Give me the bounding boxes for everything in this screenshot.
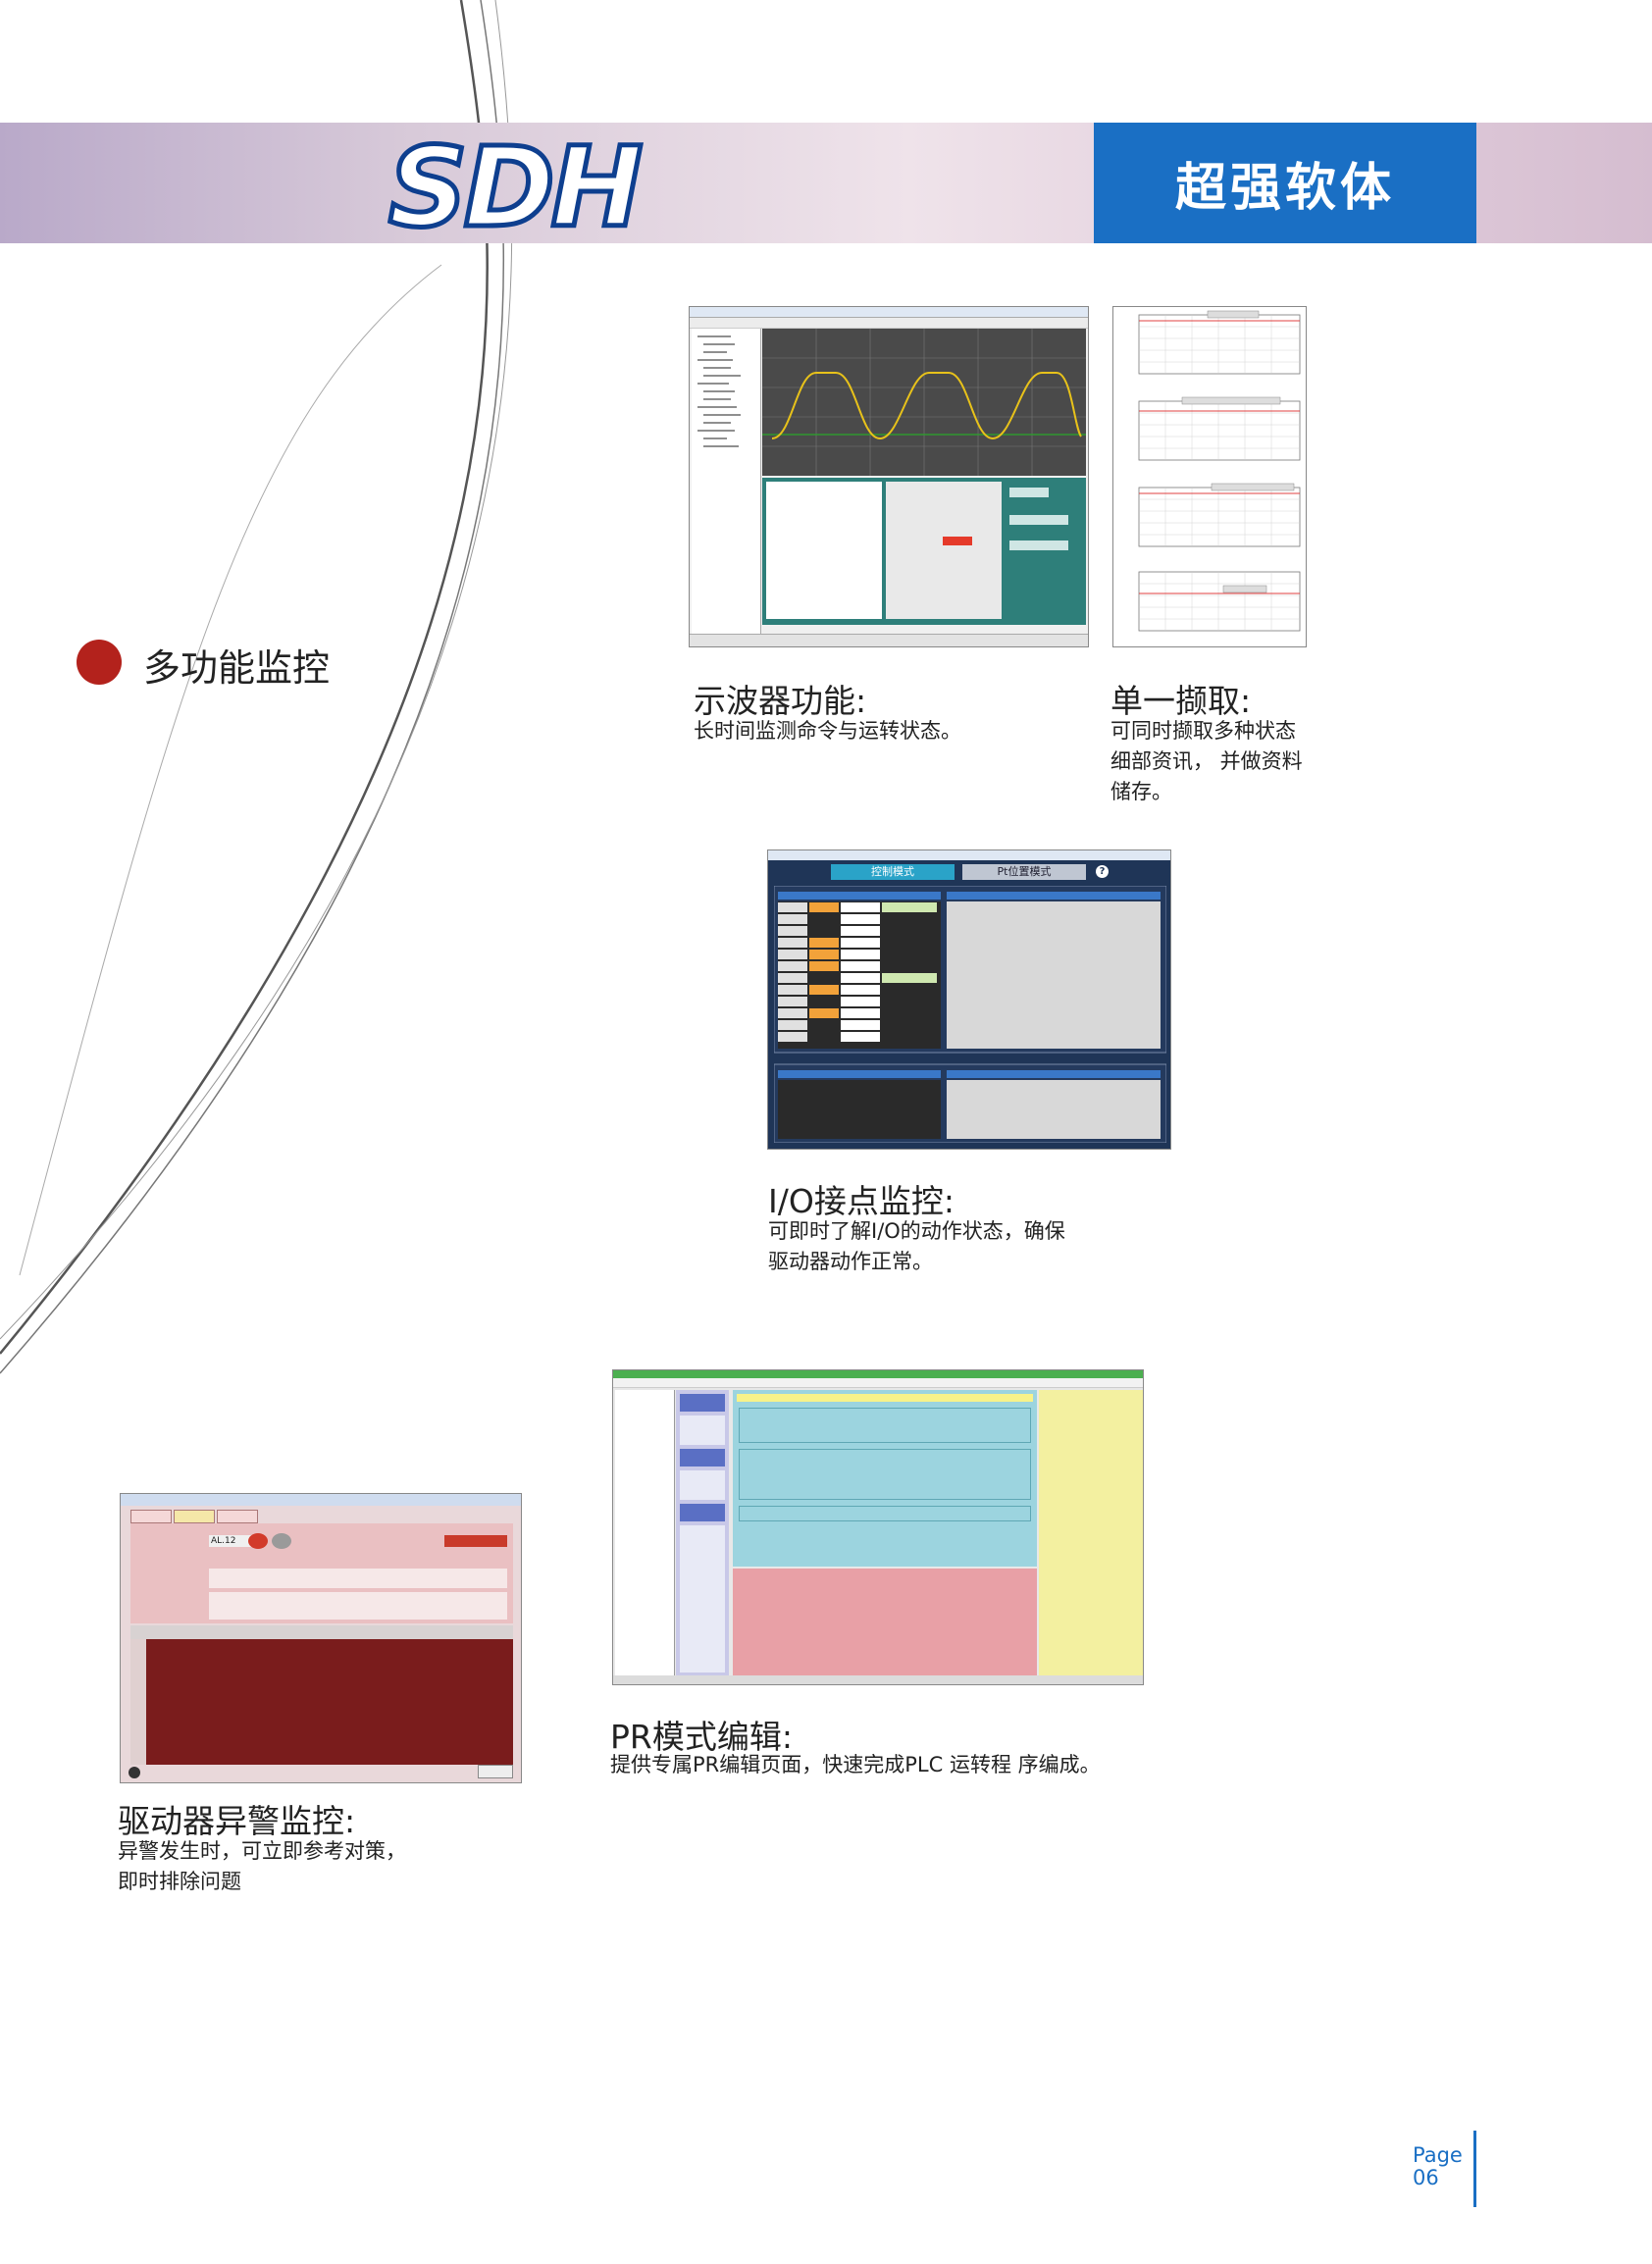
pr-title: PR模式编辑: (610, 1718, 793, 1756)
page-title: 超强软体 (1174, 159, 1395, 218)
close-button[interactable] (478, 1765, 513, 1778)
capture-text: 可同时撷取多种状态 细部资讯， 并做资料 储存。 (1110, 719, 1303, 803)
oscilloscope-title: 示波器功能: (694, 682, 867, 720)
alarm-text: 异警发生时，可立即参考对策， 即时排除问题 (118, 1839, 406, 1893)
io-title: I/O接点监控: (768, 1182, 955, 1220)
alarm-code: AL.12 (209, 1535, 260, 1547)
bullet-dot (77, 640, 122, 685)
help-icon[interactable]: ? (1096, 865, 1109, 878)
help-icon[interactable] (129, 1767, 140, 1778)
page-rule (1473, 2131, 1476, 2207)
oscilloscope-screenshot (689, 306, 1089, 647)
alarm-screenshot: AL.12 (120, 1493, 522, 1783)
io-monitor-screenshot: 控制模式 Pt位置模式 ? (767, 849, 1171, 1150)
tab-control-mode[interactable]: 控制模式 (831, 864, 955, 880)
capture-title: 单一撷取: (1110, 682, 1252, 720)
header-title-box: 超强软体 (1094, 123, 1476, 243)
tab-pt-position-mode[interactable]: Pt位置模式 (962, 864, 1086, 880)
page-number: 06 (1413, 2166, 1439, 2189)
svg-text:SDH: SDH (388, 129, 642, 239)
pr-text: 提供专属PR编辑页面，快速完成PLC 运转程 序编成。 (610, 1753, 1101, 1776)
capture-screenshot (1112, 306, 1307, 647)
sdh-logo: SDH (387, 129, 648, 239)
oscilloscope-text: 长时间监测命令与运转状态。 (694, 719, 961, 743)
page-label: Page (1413, 2143, 1463, 2167)
pr-editor-screenshot (612, 1369, 1144, 1685)
io-text: 可即时了解I/O的动作状态，确保 驱动器动作正常。 (768, 1219, 1065, 1273)
section-title: 多功能监控 (143, 646, 331, 690)
alarm-title: 驱动器异警监控: (118, 1802, 356, 1840)
